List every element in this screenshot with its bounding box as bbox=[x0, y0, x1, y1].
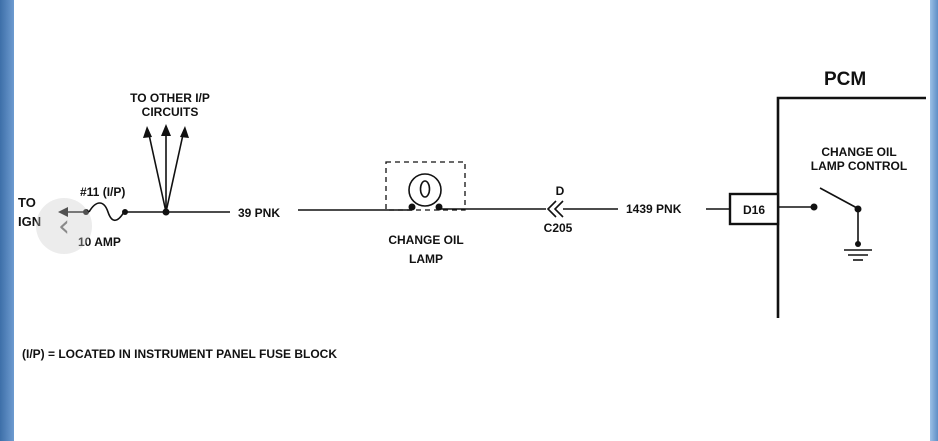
connector-pin-label: D bbox=[556, 184, 565, 198]
lamp-label-2: LAMP bbox=[409, 252, 443, 266]
branch-arrow-1 bbox=[143, 126, 152, 138]
wire-39-pnk-label: 39 PNK bbox=[238, 206, 280, 220]
lamp-bulb-icon bbox=[408, 173, 442, 207]
pcm-title: PCM bbox=[824, 69, 866, 90]
fuse-terminal-left bbox=[83, 209, 89, 215]
fuse-symbol bbox=[88, 202, 125, 222]
connector-id-label: C205 bbox=[544, 221, 573, 235]
fuse-rating-label: 10 AMP bbox=[78, 235, 121, 249]
lamp-dashed-box bbox=[385, 161, 466, 211]
ground-node bbox=[855, 241, 861, 247]
chevron-left-icon: ‹ bbox=[58, 208, 70, 244]
pcm-pin-label: D16 bbox=[743, 203, 765, 217]
lamp-terminal-left bbox=[408, 203, 416, 211]
branch-wire-1 bbox=[147, 129, 167, 213]
to-other-label-2: CIRCUITS bbox=[142, 105, 199, 119]
branch-arrow-3 bbox=[180, 126, 189, 138]
connector-chevron-1 bbox=[546, 200, 557, 218]
to-ign-label-2: IGN bbox=[18, 214, 41, 229]
to-other-label-1: TO OTHER I/P bbox=[130, 91, 210, 105]
branch-wire-3 bbox=[165, 129, 185, 213]
window-frame-left bbox=[0, 0, 14, 441]
control-label-1: CHANGE OIL bbox=[821, 145, 896, 159]
wire-1439-pnk-label: 1439 PNK bbox=[626, 202, 682, 216]
pcm-pin-box bbox=[728, 192, 780, 226]
connector-chevron-2 bbox=[553, 200, 564, 218]
to-ign-label-1: TO bbox=[18, 195, 36, 210]
footnote: (I/P) = LOCATED IN INSTRUMENT PANEL FUSE… bbox=[22, 347, 337, 361]
ign-arrow bbox=[58, 207, 68, 217]
switch-blade bbox=[819, 187, 858, 209]
fuse-id-label: #11 (I/P) bbox=[80, 185, 125, 199]
pcm-boundary bbox=[776, 96, 926, 318]
lamp-label-1: CHANGE OIL bbox=[388, 233, 463, 247]
branch-arrow-2 bbox=[161, 124, 171, 136]
switch-contact-left bbox=[810, 203, 818, 211]
window-frame-right bbox=[930, 0, 938, 441]
lamp-filament bbox=[419, 180, 431, 198]
back-nav-button[interactable]: ‹ bbox=[36, 198, 92, 254]
control-label-2: LAMP CONTROL bbox=[811, 159, 907, 173]
